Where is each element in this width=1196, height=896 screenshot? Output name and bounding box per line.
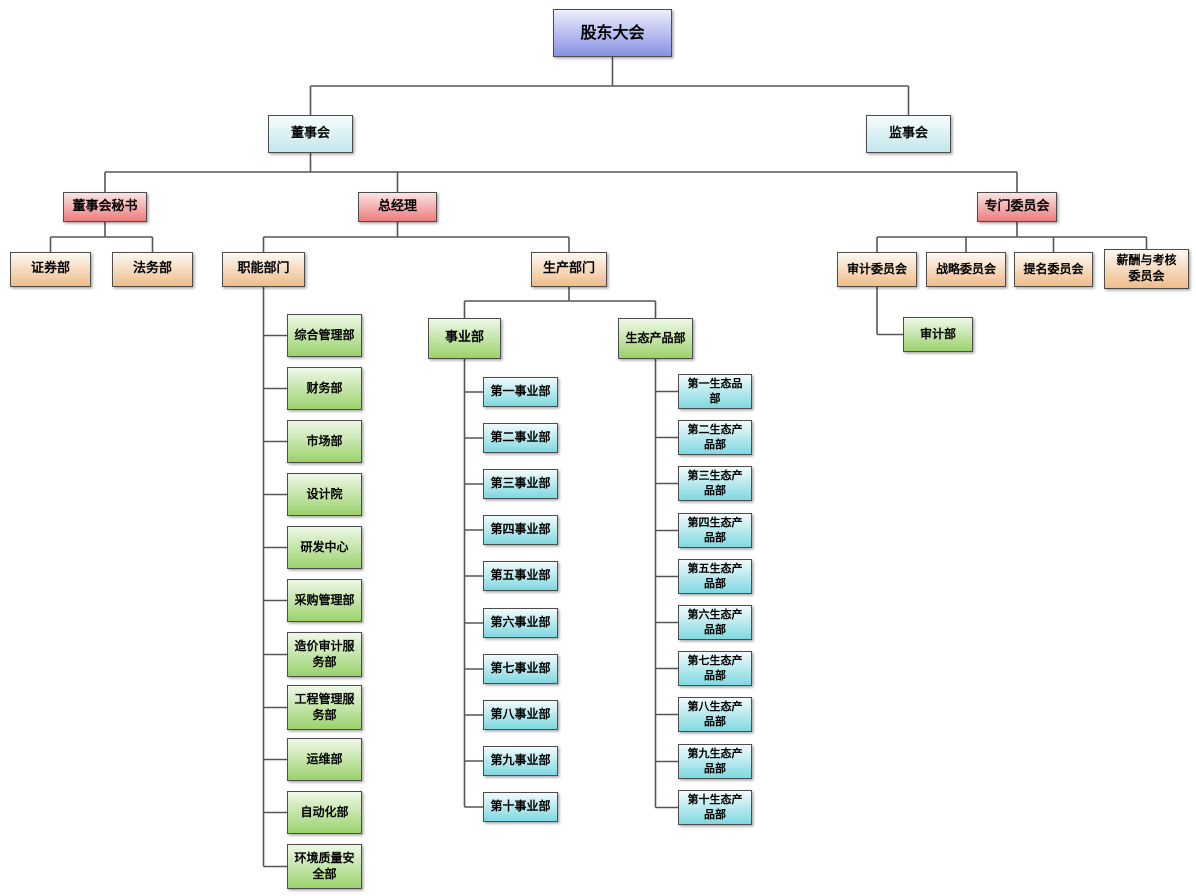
- org-node-audit-dept: 审计部: [903, 317, 973, 352]
- org-node-eco-product-dept-3: 第三生态产品部: [678, 466, 752, 501]
- org-node-eco-product-dept-10: 第十生态产品部: [678, 790, 752, 825]
- org-node-rd-center: 研发中心: [287, 526, 362, 569]
- org-node-board-secretary: 董事会秘书: [63, 192, 147, 222]
- org-node-label: 薪酬与考核委员会: [1116, 253, 1177, 283]
- org-node-label: 审计委员会: [846, 261, 907, 276]
- org-node-business-division-2: 第二事业部: [483, 423, 558, 453]
- org-node-label: 自动化部: [300, 804, 349, 819]
- org-node-eco-product-dept-2: 第二生态产品部: [678, 420, 752, 455]
- org-node-cost-audit-service-dept: 造价审计服务部: [287, 632, 362, 677]
- org-node-business-division: 事业部: [428, 318, 501, 359]
- org-node-business-division-5: 第五事业部: [483, 561, 558, 591]
- org-node-label: 采购管理部: [294, 592, 355, 607]
- org-node-label: 第八事业部: [490, 707, 551, 722]
- org-node-label: 监事会: [888, 125, 928, 141]
- org-node-label: 职能部门: [237, 261, 290, 277]
- org-node-label: 法务部: [132, 261, 172, 277]
- org-node-label: 第十事业部: [490, 799, 551, 814]
- org-node-label: 第十生态产品部: [687, 793, 743, 821]
- org-node-label: 生态产品部: [625, 330, 686, 345]
- org-node-eco-product-dept-1: 第一生态品部: [678, 374, 752, 409]
- org-node-eco-product-dept-5: 第五生态产品部: [678, 559, 752, 594]
- org-node-eco-product-dept: 生态产品部: [618, 318, 693, 359]
- org-node-label: 综合管理部: [294, 327, 355, 342]
- org-node-label: 第六事业部: [490, 615, 551, 630]
- org-node-label: 环境质量安全部: [294, 850, 355, 881]
- org-node-label: 第五生态产品部: [687, 562, 743, 590]
- org-node-eco-product-dept-4: 第四生态产品部: [678, 513, 752, 548]
- org-node-strategy-committee: 战略委员会: [926, 252, 1006, 287]
- org-node-procurement-management-dept: 采购管理部: [287, 579, 362, 622]
- org-node-label: 第二事业部: [490, 430, 551, 445]
- org-node-label: 第八生态产品部: [687, 700, 743, 728]
- org-node-finance-dept: 财务部: [287, 367, 362, 410]
- org-node-label: 事业部: [444, 330, 484, 346]
- org-node-special-committees: 专门委员会: [977, 192, 1057, 222]
- org-node-label: 第六生态产品部: [687, 608, 743, 636]
- org-node-business-division-8: 第八事业部: [483, 700, 558, 730]
- org-node-label: 战略委员会: [935, 261, 996, 276]
- org-node-business-division-10: 第十事业部: [483, 792, 558, 822]
- org-node-label: 审计部: [919, 326, 956, 341]
- org-node-label: 总经理: [377, 198, 417, 214]
- org-node-label: 第四生态产品部: [687, 516, 743, 544]
- org-node-label: 第七生态产品部: [687, 654, 743, 682]
- org-node-label: 第五事业部: [490, 568, 551, 583]
- org-node-operations-maintenance-dept: 运维部: [287, 738, 362, 781]
- org-node-label: 第九事业部: [490, 753, 551, 768]
- org-node-label: 第七事业部: [490, 661, 551, 676]
- org-node-business-division-9: 第九事业部: [483, 746, 558, 776]
- org-node-marketing-dept: 市场部: [287, 420, 362, 463]
- org-node-nomination-committee: 提名委员会: [1014, 252, 1093, 287]
- org-node-automation-dept: 自动化部: [287, 791, 362, 834]
- org-node-business-division-4: 第四事业部: [483, 515, 558, 545]
- org-node-label: 董事会秘书: [72, 198, 138, 214]
- org-node-shareholders-meeting: 股东大会: [553, 9, 672, 57]
- org-node-general-manager: 总经理: [358, 192, 437, 222]
- org-node-eco-product-dept-6: 第六生态产品部: [678, 605, 752, 640]
- org-node-label: 财务部: [306, 380, 343, 395]
- org-node-business-division-7: 第七事业部: [483, 654, 558, 684]
- org-node-label: 生产部门: [542, 261, 595, 277]
- org-node-label: 第一生态品部: [687, 377, 743, 405]
- org-node-eco-product-dept-8: 第八生态产品部: [678, 697, 752, 732]
- org-node-audit-committee: 审计委员会: [837, 252, 917, 287]
- org-node-label: 提名委员会: [1023, 261, 1084, 276]
- org-node-eco-product-dept-9: 第九生态产品部: [678, 744, 752, 779]
- org-node-production-depts: 生产部门: [531, 252, 607, 287]
- org-node-label: 董事会: [290, 125, 330, 141]
- org-node-board-of-directors: 董事会: [268, 115, 353, 153]
- org-node-label: 运维部: [306, 751, 343, 766]
- org-node-securities-dept: 证券部: [10, 252, 91, 287]
- org-node-compensation-assessment-committee: 薪酬与考核委员会: [1104, 249, 1189, 289]
- org-node-business-division-3: 第三事业部: [483, 469, 558, 499]
- org-node-label: 第二生态产品部: [687, 423, 743, 451]
- org-node-legal-dept: 法务部: [112, 252, 193, 287]
- org-node-design-institute: 设计院: [287, 473, 362, 516]
- org-node-label: 第一事业部: [490, 384, 551, 399]
- org-node-label: 第三生态产品部: [687, 469, 743, 497]
- org-node-label: 第九生态产品部: [687, 747, 743, 775]
- org-node-label: 市场部: [306, 433, 343, 448]
- org-node-business-division-6: 第六事业部: [483, 608, 558, 638]
- org-node-label: 第三事业部: [490, 476, 551, 491]
- org-node-environment-quality-safety-dept: 环境质量安全部: [287, 844, 362, 889]
- org-node-functional-depts: 职能部门: [222, 252, 305, 287]
- org-node-label: 证券部: [30, 261, 70, 277]
- org-node-label: 造价审计服务部: [294, 638, 355, 669]
- org-node-label: 第四事业部: [490, 522, 551, 537]
- org-node-eco-product-dept-7: 第七生态产品部: [678, 651, 752, 686]
- org-node-general-management-dept: 综合管理部: [287, 314, 362, 357]
- org-node-label: 研发中心: [300, 539, 349, 554]
- org-node-label: 工程管理服务部: [294, 691, 355, 722]
- org-node-supervisory-board: 监事会: [866, 115, 951, 153]
- org-node-label: 设计院: [306, 486, 343, 501]
- org-node-engineering-mgmt-service-dept: 工程管理服务部: [287, 685, 362, 730]
- org-node-label: 专门委员会: [984, 198, 1050, 214]
- org-node-label: 股东大会: [580, 22, 645, 42]
- org-node-business-division-1: 第一事业部: [483, 377, 558, 407]
